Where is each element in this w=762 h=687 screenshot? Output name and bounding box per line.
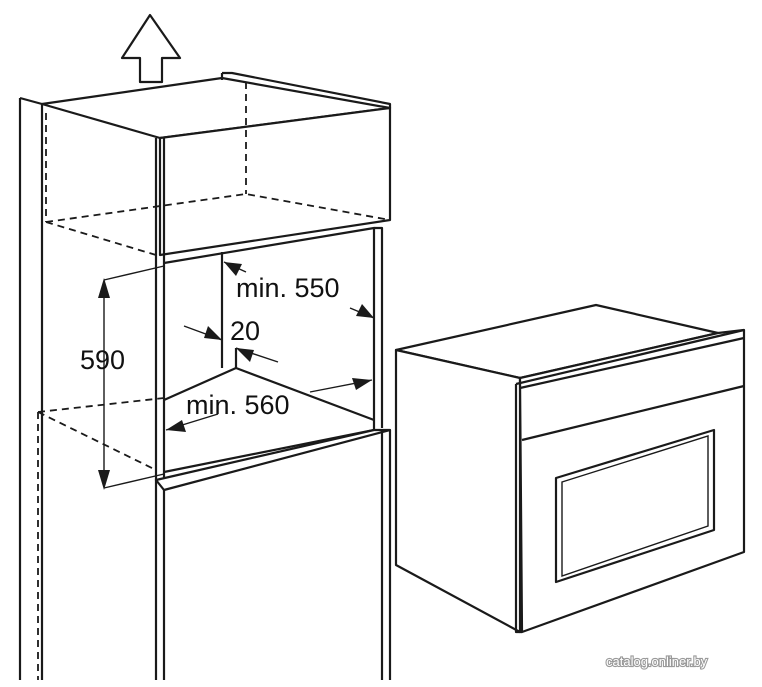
cabinet-lower-section (37, 397, 392, 680)
up-arrow-icon (120, 13, 182, 84)
watermark-text: catalog.onliner.by (606, 654, 708, 669)
cabinet-top-compartment (40, 71, 392, 257)
height-label: 590 (80, 345, 125, 375)
oven-niche (163, 226, 384, 474)
width-label: min. 560 (186, 390, 290, 420)
oven-door-window (554, 428, 716, 584)
depth-dimension (223, 261, 375, 319)
gap-label: 20 (230, 316, 260, 346)
width-dimension (165, 378, 373, 432)
depth-label: min. 550 (236, 273, 340, 303)
cabinet-front-panel (154, 138, 166, 680)
oven-appliance (394, 303, 746, 634)
height-dimension (98, 265, 165, 490)
cabinet-left-panel (18, 96, 47, 680)
gap-dimension (183, 325, 279, 363)
